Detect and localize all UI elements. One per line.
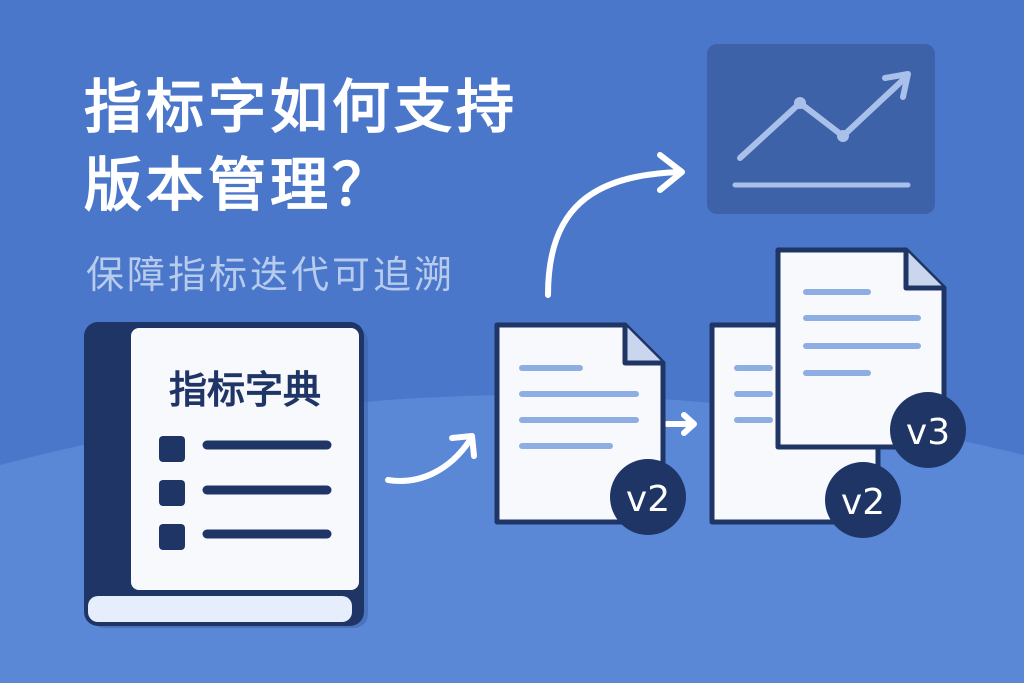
arrow-head-icon [657,152,685,193]
trend-up-chart-icon [707,44,935,214]
page-title-line-2: 版本管理？ [84,151,395,219]
arrow-head-icon [449,433,477,459]
version-label: v3 [906,412,950,453]
version-label: v2 [841,482,885,523]
document-icon [494,322,686,535]
version-badge [890,392,966,468]
page-title-line-1: 指标字如何支持 [84,73,519,141]
version-badge [610,459,686,535]
book-title: 指标字典 [169,368,321,412]
version-badge [825,462,901,538]
document-icon [775,247,966,468]
arrow-up-icon [545,169,683,298]
book-icon [84,322,368,628]
version-label: v2 [626,479,670,520]
page-subtitle: 保障指标迭代可追溯 [86,253,456,297]
arrow-right-icon [385,437,473,484]
arrow-head-icon [681,412,697,436]
